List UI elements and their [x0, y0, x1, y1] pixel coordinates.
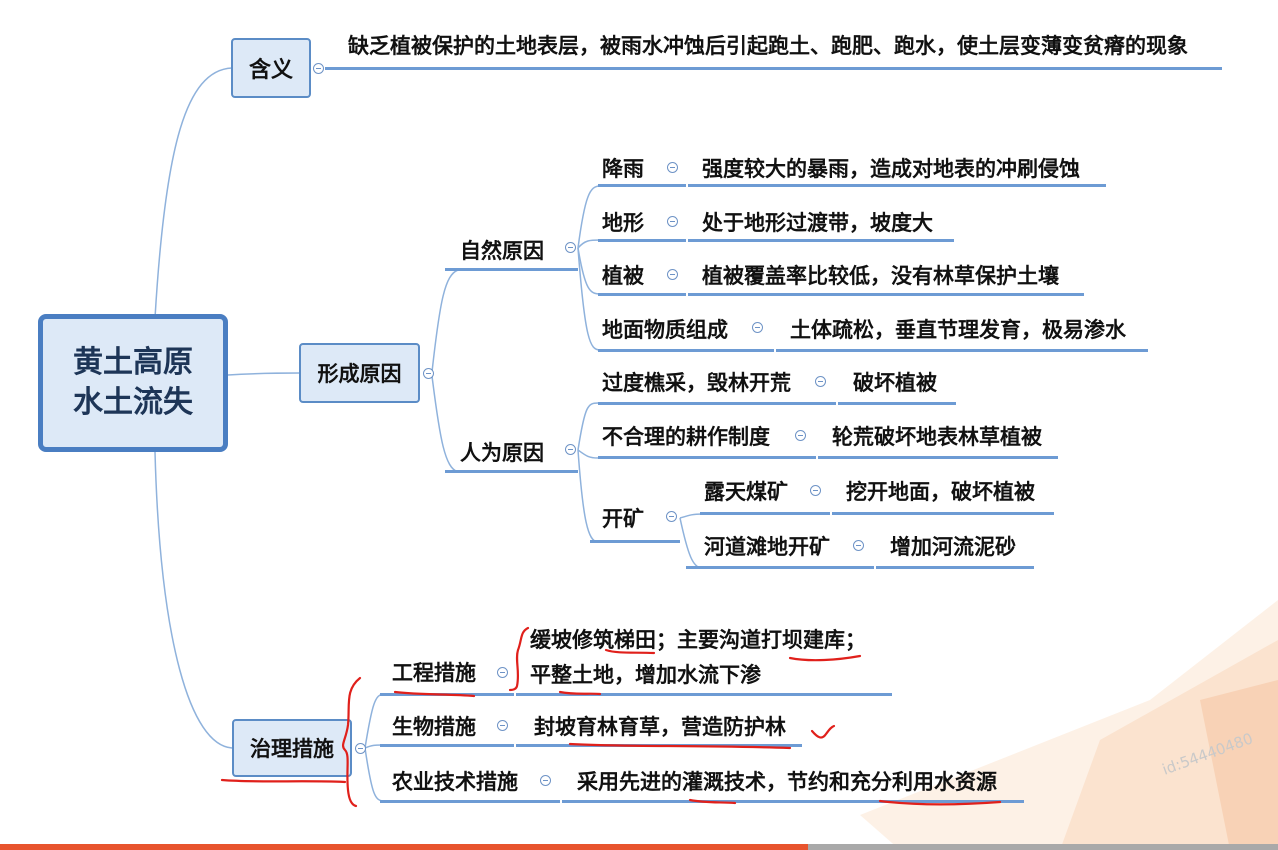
human-causes-label: 人为原因 — [460, 441, 544, 465]
natural-causes-label: 自然原因 — [460, 239, 544, 263]
underline — [598, 349, 774, 352]
human-item-desc: 轮荒破坏地表林草植被 — [832, 425, 1042, 449]
underline — [776, 349, 1148, 352]
collapse-toggle-icon[interactable] — [795, 430, 806, 441]
collapse-toggle-icon[interactable] — [313, 63, 324, 74]
underline — [876, 566, 1034, 569]
node-meaning[interactable]: 含义 — [231, 38, 311, 98]
underline — [380, 800, 560, 803]
underline — [838, 402, 956, 405]
underline — [688, 239, 954, 242]
node-causes-label: 形成原因 — [317, 362, 402, 386]
measure-item-name: 生物措施 — [392, 715, 476, 739]
underline — [832, 512, 1054, 515]
bottom-bar-accent — [0, 844, 808, 850]
root-line-1: 黄土高原 — [73, 345, 193, 380]
collapse-toggle-icon[interactable] — [565, 444, 576, 455]
underline — [688, 293, 1084, 296]
underline — [380, 693, 514, 696]
collapse-toggle-icon[interactable] — [667, 269, 678, 280]
underline — [686, 566, 874, 569]
measure-item-line-1: 缓坡修筑梯田；主要沟道打坝建库； — [530, 628, 866, 652]
node-measures-label: 治理措施 — [250, 737, 334, 761]
underline — [445, 268, 578, 271]
collapse-toggle-icon[interactable] — [666, 511, 677, 522]
underline — [562, 800, 1024, 803]
human-item-name: 不合理的耕作制度 — [602, 425, 770, 449]
underline — [818, 456, 1058, 459]
underline — [598, 456, 816, 459]
collapse-toggle-icon[interactable] — [497, 720, 508, 731]
node-causes[interactable]: 形成原因 — [299, 343, 420, 403]
measure-item-desc: 封坡育林育草，营造防护林 — [534, 715, 786, 739]
underline — [380, 744, 514, 747]
underline — [516, 744, 802, 747]
mining-item-desc: 挖开地面，破坏植被 — [846, 480, 1035, 504]
underline — [598, 293, 686, 296]
root-node[interactable]: 黄土高原 水土流失 — [38, 314, 228, 452]
underline — [700, 512, 830, 515]
underline — [598, 402, 836, 405]
measure-item-desc: 采用先进的灌溉技术，节约和充分利用水资源 — [577, 770, 997, 794]
underline — [688, 184, 1106, 187]
collapse-toggle-icon[interactable] — [667, 162, 678, 173]
collapse-toggle-icon[interactable] — [667, 216, 678, 227]
natural-item-desc: 土体疏松，垂直节理发育，极易渗水 — [790, 318, 1126, 342]
collapse-toggle-icon[interactable] — [565, 242, 576, 253]
root-node-label: 黄土高原 水土流失 — [73, 343, 193, 423]
collapse-toggle-icon[interactable] — [423, 368, 434, 379]
bottom-bar-gray — [808, 844, 1278, 850]
measure-item-name: 工程措施 — [392, 661, 476, 685]
collapse-toggle-icon[interactable] — [540, 775, 551, 786]
natural-item-desc: 强度较大的暴雨，造成对地表的冲刷侵蚀 — [702, 157, 1080, 181]
collapse-toggle-icon[interactable] — [815, 376, 826, 387]
root-line-2: 水土流失 — [73, 385, 193, 420]
measure-item-line-2: 平整土地，增加水流下渗 — [530, 663, 761, 687]
measure-item-name: 农业技术措施 — [392, 770, 518, 794]
underline — [590, 540, 680, 543]
node-measures[interactable]: 治理措施 — [232, 719, 352, 777]
natural-item-desc: 植被覆盖率比较低，没有林草保护土壤 — [702, 264, 1059, 288]
collapse-toggle-icon[interactable] — [355, 743, 366, 754]
natural-item-name: 植被 — [602, 264, 644, 288]
natural-item-name: 地面物质组成 — [602, 318, 728, 342]
underline — [598, 184, 686, 187]
node-meaning-label: 含义 — [248, 58, 293, 83]
underline — [598, 239, 686, 242]
human-item-desc: 破坏植被 — [853, 371, 937, 395]
human-item-name: 过度樵采，毁林开荒 — [602, 371, 791, 395]
underline — [516, 693, 892, 696]
mining-item-desc: 增加河流泥砂 — [890, 535, 1016, 559]
collapse-toggle-icon[interactable] — [752, 322, 763, 333]
natural-item-name: 降雨 — [602, 157, 644, 181]
mining-label: 开矿 — [602, 507, 644, 531]
meaning-text: 缺乏植被保护的土地表层，被雨水冲蚀后引起跑土、跑肥、跑水，使土层变薄变贫瘠的现象 — [348, 34, 1188, 58]
collapse-toggle-icon[interactable] — [497, 667, 508, 678]
underline — [445, 470, 578, 473]
collapse-toggle-icon[interactable] — [853, 540, 864, 551]
underline — [325, 67, 1222, 70]
mining-item-name: 露天煤矿 — [704, 480, 788, 504]
natural-item-desc: 处于地形过渡带，坡度大 — [702, 211, 933, 235]
mining-item-name: 河道滩地开矿 — [704, 535, 830, 559]
collapse-toggle-icon[interactable] — [810, 485, 821, 496]
natural-item-name: 地形 — [602, 211, 644, 235]
